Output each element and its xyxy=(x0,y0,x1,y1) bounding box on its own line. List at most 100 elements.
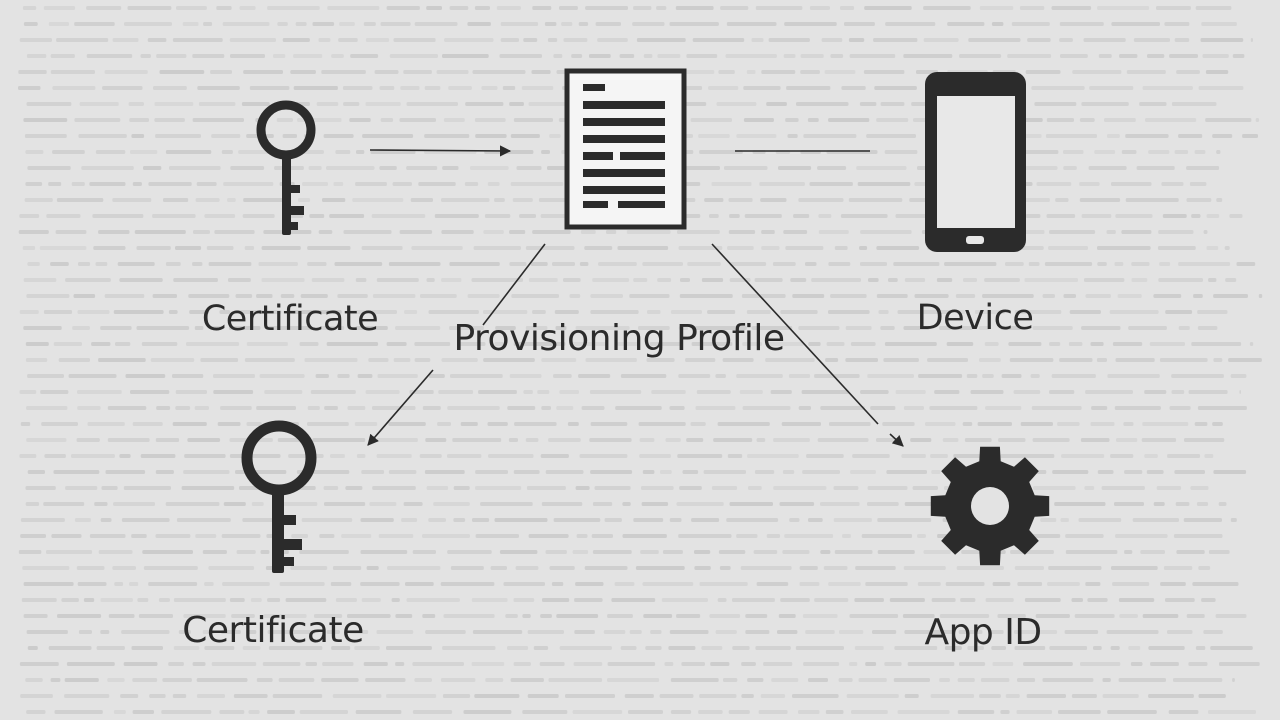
texture-stroke xyxy=(801,390,849,394)
texture-stroke xyxy=(867,502,899,506)
texture-stroke xyxy=(1102,694,1139,698)
texture-stroke xyxy=(1097,246,1151,250)
texture-stroke xyxy=(811,278,861,282)
texture-stroke xyxy=(727,454,743,458)
texture-stroke xyxy=(434,214,479,218)
texture-stroke xyxy=(1078,518,1122,522)
texture-stroke xyxy=(594,486,631,490)
texture-stroke xyxy=(18,86,41,90)
texture-stroke xyxy=(848,198,903,202)
texture-stroke xyxy=(471,662,505,666)
texture-stroke xyxy=(642,262,683,266)
texture-stroke xyxy=(242,646,261,650)
texture-stroke xyxy=(1000,326,1022,330)
texture-stroke xyxy=(1197,406,1247,410)
texture-stroke xyxy=(1087,598,1108,602)
texture-stroke xyxy=(841,86,866,90)
texture-stroke xyxy=(680,278,690,282)
texture-stroke xyxy=(475,470,508,474)
texture-stroke xyxy=(165,502,220,506)
texture-stroke xyxy=(487,182,500,186)
texture-stroke xyxy=(1079,182,1100,186)
texture-stroke xyxy=(182,22,199,26)
texture-stroke xyxy=(406,166,438,170)
texture-stroke xyxy=(472,518,490,522)
texture-stroke xyxy=(355,182,387,186)
texture-stroke xyxy=(669,518,682,522)
texture-stroke xyxy=(925,422,956,426)
texture-stroke xyxy=(1203,230,1208,234)
texture-stroke xyxy=(483,230,504,234)
texture-stroke xyxy=(1048,566,1102,570)
texture-stroke xyxy=(1230,518,1237,522)
texture-stroke xyxy=(1204,454,1214,458)
texture-stroke xyxy=(1097,470,1114,474)
texture-stroke xyxy=(585,6,628,10)
texture-stroke xyxy=(341,534,372,538)
texture-stroke xyxy=(1008,342,1042,346)
texture-stroke xyxy=(1119,614,1138,618)
texture-stroke xyxy=(638,326,670,330)
texture-stroke xyxy=(576,534,588,538)
texture-stroke xyxy=(388,470,417,474)
texture-stroke xyxy=(1020,422,1053,426)
texture-stroke xyxy=(386,342,407,346)
texture-stroke xyxy=(112,566,136,570)
texture-stroke xyxy=(931,598,956,602)
texture-stroke xyxy=(592,550,632,554)
texture-stroke xyxy=(214,230,255,234)
texture-stroke xyxy=(475,534,519,538)
texture-stroke xyxy=(121,630,170,634)
texture-stroke xyxy=(50,262,69,266)
texture-stroke xyxy=(783,230,808,234)
texture-stroke xyxy=(186,342,240,346)
texture-stroke xyxy=(1114,262,1124,266)
texture-stroke xyxy=(870,406,896,410)
texture-stroke xyxy=(483,358,535,362)
texture-stroke xyxy=(904,502,935,506)
texture-stroke xyxy=(1017,582,1043,586)
texture-stroke xyxy=(349,630,369,634)
texture-stroke xyxy=(449,262,500,266)
texture-stroke xyxy=(1153,502,1165,506)
texture-stroke xyxy=(76,566,105,570)
texture-stroke xyxy=(326,630,340,634)
texture-stroke xyxy=(350,54,379,58)
texture-stroke xyxy=(991,646,1006,650)
texture-stroke xyxy=(440,678,476,682)
texture-stroke xyxy=(211,326,222,330)
texture-stroke xyxy=(828,582,861,586)
texture-stroke xyxy=(19,662,59,666)
texture-stroke xyxy=(963,278,977,282)
texture-stroke xyxy=(1097,6,1150,10)
texture-stroke xyxy=(1145,118,1197,122)
texture-stroke xyxy=(243,198,288,202)
texture-stroke xyxy=(664,662,674,666)
texture-stroke xyxy=(277,22,288,26)
texture-stroke xyxy=(766,534,781,538)
texture-stroke xyxy=(484,214,511,218)
texture-stroke xyxy=(528,534,569,538)
texture-stroke xyxy=(753,550,778,554)
texture-stroke xyxy=(48,646,92,650)
texture-stroke xyxy=(710,662,730,666)
texture-stroke xyxy=(927,358,968,362)
texture-stroke xyxy=(219,310,231,314)
texture-stroke xyxy=(1121,150,1137,154)
texture-stroke xyxy=(611,598,656,602)
texture-stroke xyxy=(172,422,207,426)
texture-stroke xyxy=(956,310,965,314)
texture-stroke xyxy=(1191,342,1242,346)
texture-stroke xyxy=(1014,646,1046,650)
texture-stroke xyxy=(140,54,151,58)
texture-stroke xyxy=(523,390,533,394)
texture-stroke xyxy=(20,518,65,522)
texture-stroke xyxy=(50,70,95,74)
texture-stroke xyxy=(1045,134,1097,138)
texture-stroke xyxy=(235,294,253,298)
texture-stroke xyxy=(748,486,762,490)
texture-stroke xyxy=(136,246,171,250)
texture-stroke xyxy=(668,646,696,650)
texture-stroke xyxy=(1215,614,1247,618)
